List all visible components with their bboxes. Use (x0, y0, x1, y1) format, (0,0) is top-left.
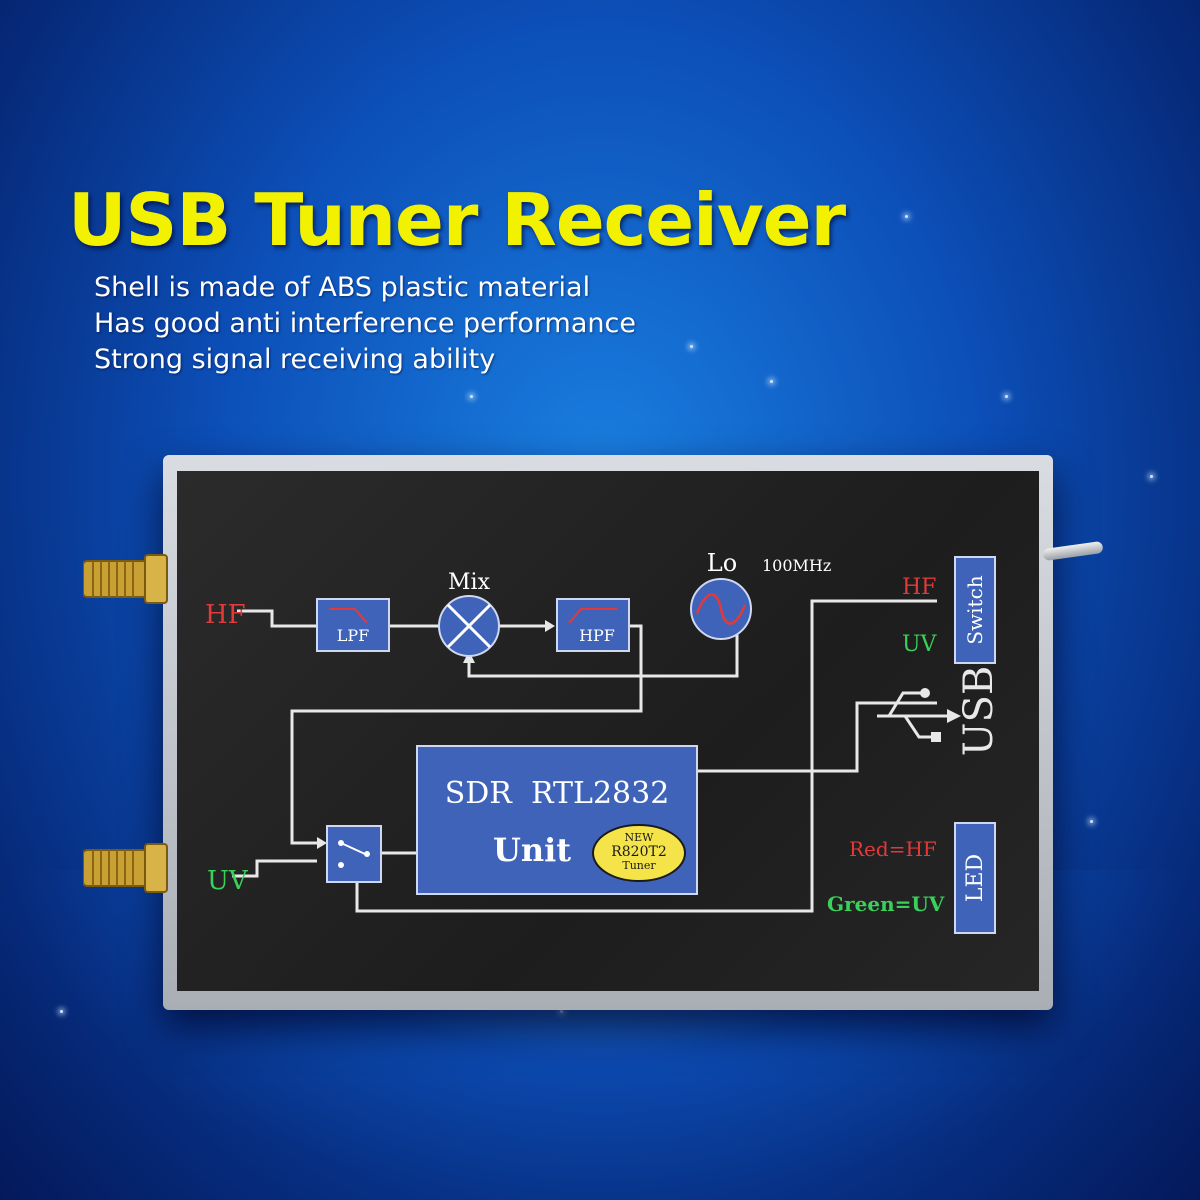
star (1150, 475, 1153, 478)
star (905, 215, 908, 218)
led-green-label: Green=UV (827, 892, 945, 916)
sdr-subtitle: Unit (493, 831, 571, 869)
wire-switch-ctrl (810, 599, 937, 771)
switch-uv-label: UV (902, 632, 938, 657)
lo-frequency: 100MHz (762, 556, 831, 575)
switch-label: Switch (963, 575, 987, 644)
lpf-block (316, 598, 390, 652)
led-red-label: Red=HF (849, 837, 937, 861)
wire-hf-in (237, 609, 317, 628)
mixer-cross (446, 603, 492, 649)
arrow-head (317, 837, 327, 849)
rf-switch-block (326, 825, 382, 883)
badge-line: NEW (625, 831, 655, 844)
wire-sdr-usb (697, 701, 937, 773)
wire-led-ctrl (355, 771, 814, 913)
star (1090, 820, 1093, 823)
feature-item: Has good anti interference performance (94, 308, 636, 339)
usb-icon-dot (920, 688, 930, 698)
sdr-title: SDR RTL2832 (445, 776, 670, 811)
lo-label: Lo (707, 549, 737, 577)
star (1005, 395, 1008, 398)
usb-label: USB (956, 666, 1002, 757)
sma-connector-uv (83, 843, 168, 893)
star (690, 345, 693, 348)
feature-item: Shell is made of ABS plastic material (94, 272, 591, 303)
arrow-head (545, 620, 555, 632)
sine-wave (695, 593, 747, 625)
headline: USB Tuner Receiver (68, 178, 846, 262)
wire-lo-mix (467, 633, 739, 678)
sdr-receiver-device: LPF Mix HPF Lo 100MHz HF UV (83, 455, 1104, 1015)
uv-input-label: UV (207, 866, 249, 896)
block-diagram: LPF Mix HPF Lo 100MHz HF UV (205, 549, 1002, 934)
hpf-label: HPF (579, 626, 615, 645)
switch-hf-label: HF (902, 575, 936, 600)
usb-icon (877, 691, 947, 739)
badge-line: R820T2 (611, 844, 667, 860)
led-label: LED (963, 854, 988, 902)
switch-arm (340, 842, 366, 855)
front-panel: LPF Mix HPF Lo 100MHz HF UV (177, 471, 1039, 991)
lpf-label: LPF (337, 626, 370, 645)
badge-line: Tuner (622, 859, 656, 872)
usb-icon-arrow (947, 709, 961, 723)
usb-icon-square (931, 732, 941, 742)
switch-contact (338, 862, 344, 868)
hf-input-label: HF (205, 600, 246, 630)
tuner-badge (592, 824, 686, 882)
hpf-block (556, 598, 630, 652)
switch-contact (364, 851, 370, 857)
hpf-symbol (568, 608, 617, 624)
feature-item: Strong signal receiving ability (94, 344, 496, 375)
wire-uv-in (232, 859, 317, 878)
star (770, 380, 773, 383)
aluminium-case: LPF Mix HPF Lo 100MHz HF UV (163, 455, 1053, 1010)
star (470, 395, 473, 398)
sma-connector-hf (83, 554, 168, 604)
feature-list: Shell is made of ABS plastic material Ha… (94, 270, 636, 378)
wire-hpf-switch (290, 624, 643, 845)
mix-label: Mix (448, 570, 491, 595)
lpf-symbol (329, 608, 368, 624)
switch-block (954, 556, 996, 664)
led-block (954, 822, 996, 934)
